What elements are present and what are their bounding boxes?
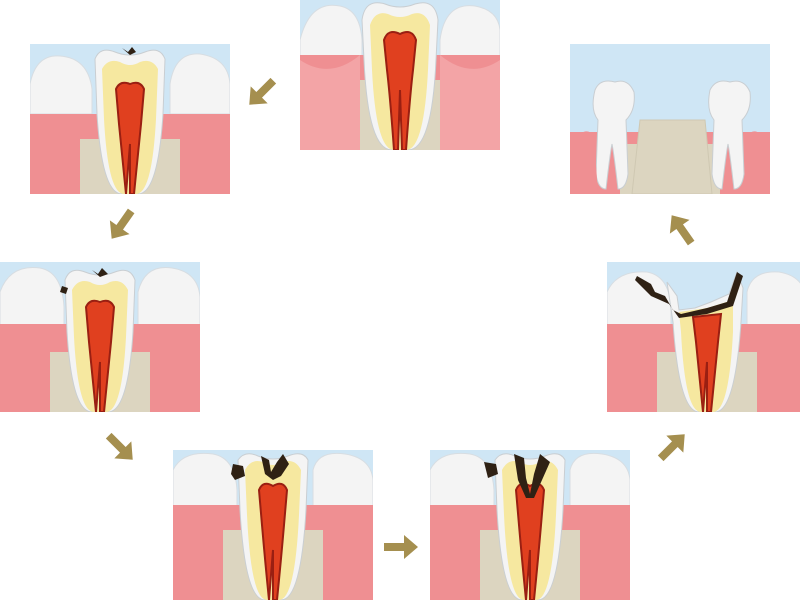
- progressing-enamel-caries-illustration: [0, 262, 200, 412]
- dentin-caries-illustration: [173, 450, 373, 600]
- decay-spot: [92, 268, 108, 277]
- arrow-stage-1-to-2: [240, 70, 284, 114]
- stage-dentin-caries-panel: [173, 450, 373, 600]
- right-adjacent-tooth: [708, 80, 751, 190]
- pulp-caries-illustration: [430, 450, 630, 600]
- left-adjacent-tooth: [592, 80, 635, 190]
- empty-socket: [631, 119, 713, 194]
- decay-side: [484, 462, 498, 478]
- decay-side: [60, 286, 68, 294]
- decay-side: [231, 464, 245, 480]
- stage-enamel-caries-progressing-panel: [0, 262, 200, 412]
- arrow-stage-3-to-4: [98, 425, 142, 469]
- arrow-stage-5-to-6: [650, 425, 694, 469]
- arrow-stage-4-to-5: [378, 525, 422, 569]
- healthy-tooth-illustration: [300, 0, 500, 150]
- stage-healthy-tooth-panel: [300, 0, 500, 150]
- arrow-stage-6-to-7: [660, 208, 704, 252]
- stage-crown-destroyed-panel: [607, 262, 800, 412]
- decay-broken-crown: [635, 272, 743, 318]
- decay-spot: [122, 47, 136, 55]
- stage-enamel-caries-panel: [30, 44, 230, 194]
- stage-tooth-lost-panel: [570, 44, 770, 194]
- stage-pulp-caries-panel: [430, 450, 630, 600]
- arrow-stage-2-to-3: [100, 202, 144, 246]
- decay-cavity: [261, 454, 289, 480]
- enamel-caries-tooth-illustration: [30, 44, 230, 194]
- decay-reaching-pulp: [514, 454, 550, 498]
- tooth-lost-illustration: [570, 44, 770, 194]
- crown-destroyed-illustration: [607, 262, 800, 412]
